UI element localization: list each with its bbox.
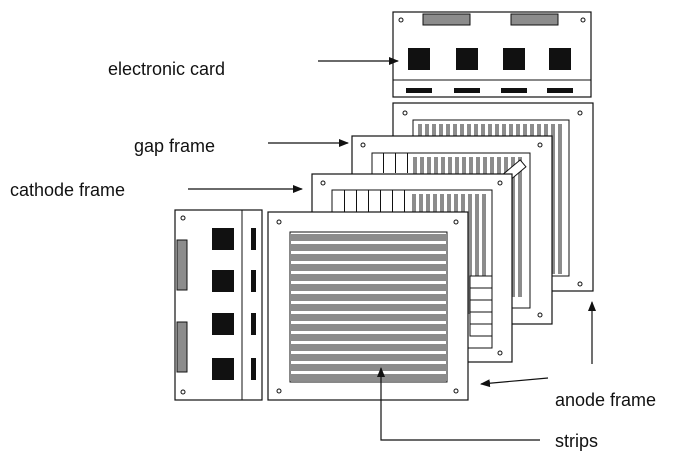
gap-frame-label: gap frame xyxy=(134,136,216,156)
anode-frame-front xyxy=(267,211,469,401)
electronic-card-label: electronic card xyxy=(108,59,226,79)
front-frame-strips xyxy=(289,231,448,383)
cathode-frame-label: cathode frame xyxy=(10,180,126,200)
anode-frame-label: anode frame xyxy=(555,390,657,410)
strips-arrow xyxy=(377,367,540,441)
anode-frame-arrow-left xyxy=(480,377,549,388)
strips-label: strips xyxy=(555,431,599,451)
side-electronic-card xyxy=(174,209,263,401)
electronic-card xyxy=(392,11,592,98)
